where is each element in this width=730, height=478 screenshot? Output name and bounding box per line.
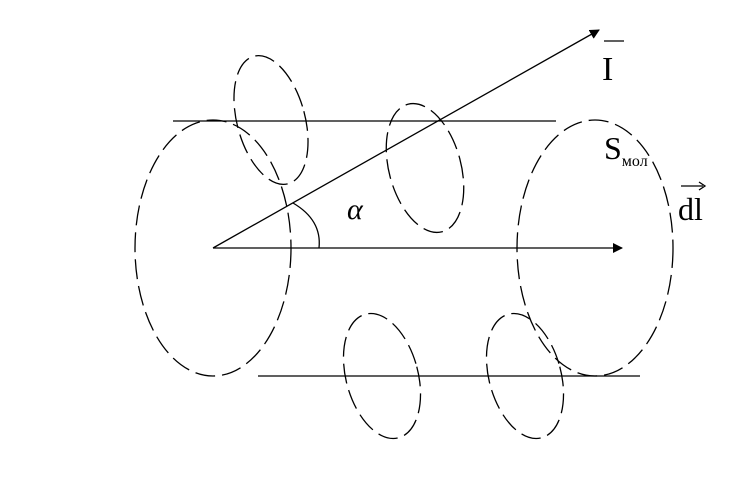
molecular-loop-bottom-left xyxy=(342,312,422,440)
current-vector-arrow xyxy=(212,29,600,249)
angle-label: α xyxy=(347,193,364,226)
length-vector-label: dl xyxy=(678,191,703,227)
area-label-subscript: мол xyxy=(622,153,648,170)
molecular-loop-top-left xyxy=(233,54,309,186)
area-label-main: S xyxy=(604,130,622,166)
current-vector-label: I xyxy=(602,51,613,88)
molecular-current-loops xyxy=(233,54,565,440)
length-vector-overarrow xyxy=(681,181,707,191)
cylinder xyxy=(134,119,674,377)
molecular-loop-top-right xyxy=(385,102,465,234)
molecular-loop-bottom-right xyxy=(485,312,565,440)
angle-arc xyxy=(292,202,320,249)
area-label: Sмол xyxy=(604,130,648,170)
